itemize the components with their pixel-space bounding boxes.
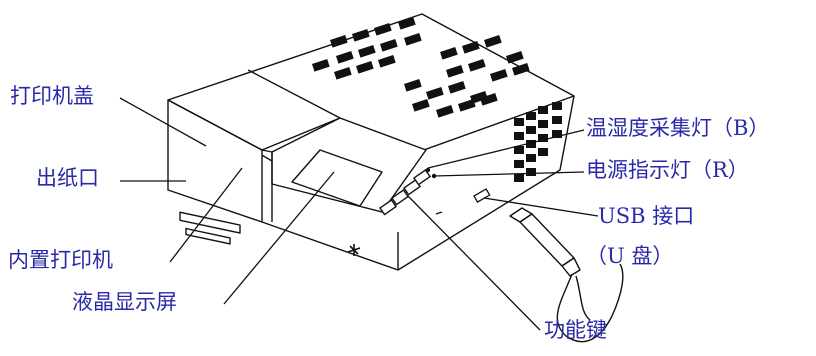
leader-builtin-printer bbox=[169, 167, 243, 263]
label-power-light: 电源指示灯（R） bbox=[586, 158, 749, 182]
leader-usb-port bbox=[483, 197, 599, 217]
label-builtin-printer: 内置打印机 bbox=[8, 248, 113, 272]
function-keys bbox=[379, 168, 432, 216]
label-u-disk: （U 盘） bbox=[586, 244, 674, 268]
leader-printer-cover bbox=[119, 97, 207, 147]
label-lcd-screen: 液晶显示屏 bbox=[72, 290, 177, 314]
leader-lines bbox=[119, 97, 599, 331]
leader-function-keys bbox=[407, 195, 541, 331]
device-front-right-face bbox=[261, 95, 575, 271]
leader-lcd-screen bbox=[223, 171, 335, 305]
label-usb-port: USB 接口 bbox=[598, 204, 695, 228]
printer-cover-edge bbox=[167, 69, 341, 151]
leader-temp-humidity bbox=[427, 129, 585, 169]
label-paper-outlet: 出纸口 bbox=[36, 166, 99, 190]
display-screen bbox=[291, 149, 383, 207]
leader-power-light bbox=[433, 171, 585, 177]
paper-outlet-slot bbox=[179, 211, 241, 234]
device-logo-mark bbox=[347, 244, 361, 256]
temp-humidity-light-dot bbox=[425, 167, 431, 173]
usb-port-slot bbox=[473, 188, 491, 203]
label-temp-humidity-light: 温湿度采集灯（B） bbox=[586, 116, 770, 140]
u-disk-lanyard bbox=[556, 263, 624, 343]
top-vents bbox=[312, 17, 530, 118]
side-vents bbox=[514, 102, 562, 182]
label-printer-cover: 打印机盖 bbox=[10, 84, 94, 108]
label-function-keys: 功能键 bbox=[544, 318, 607, 342]
u-disk-drawing bbox=[509, 207, 624, 343]
